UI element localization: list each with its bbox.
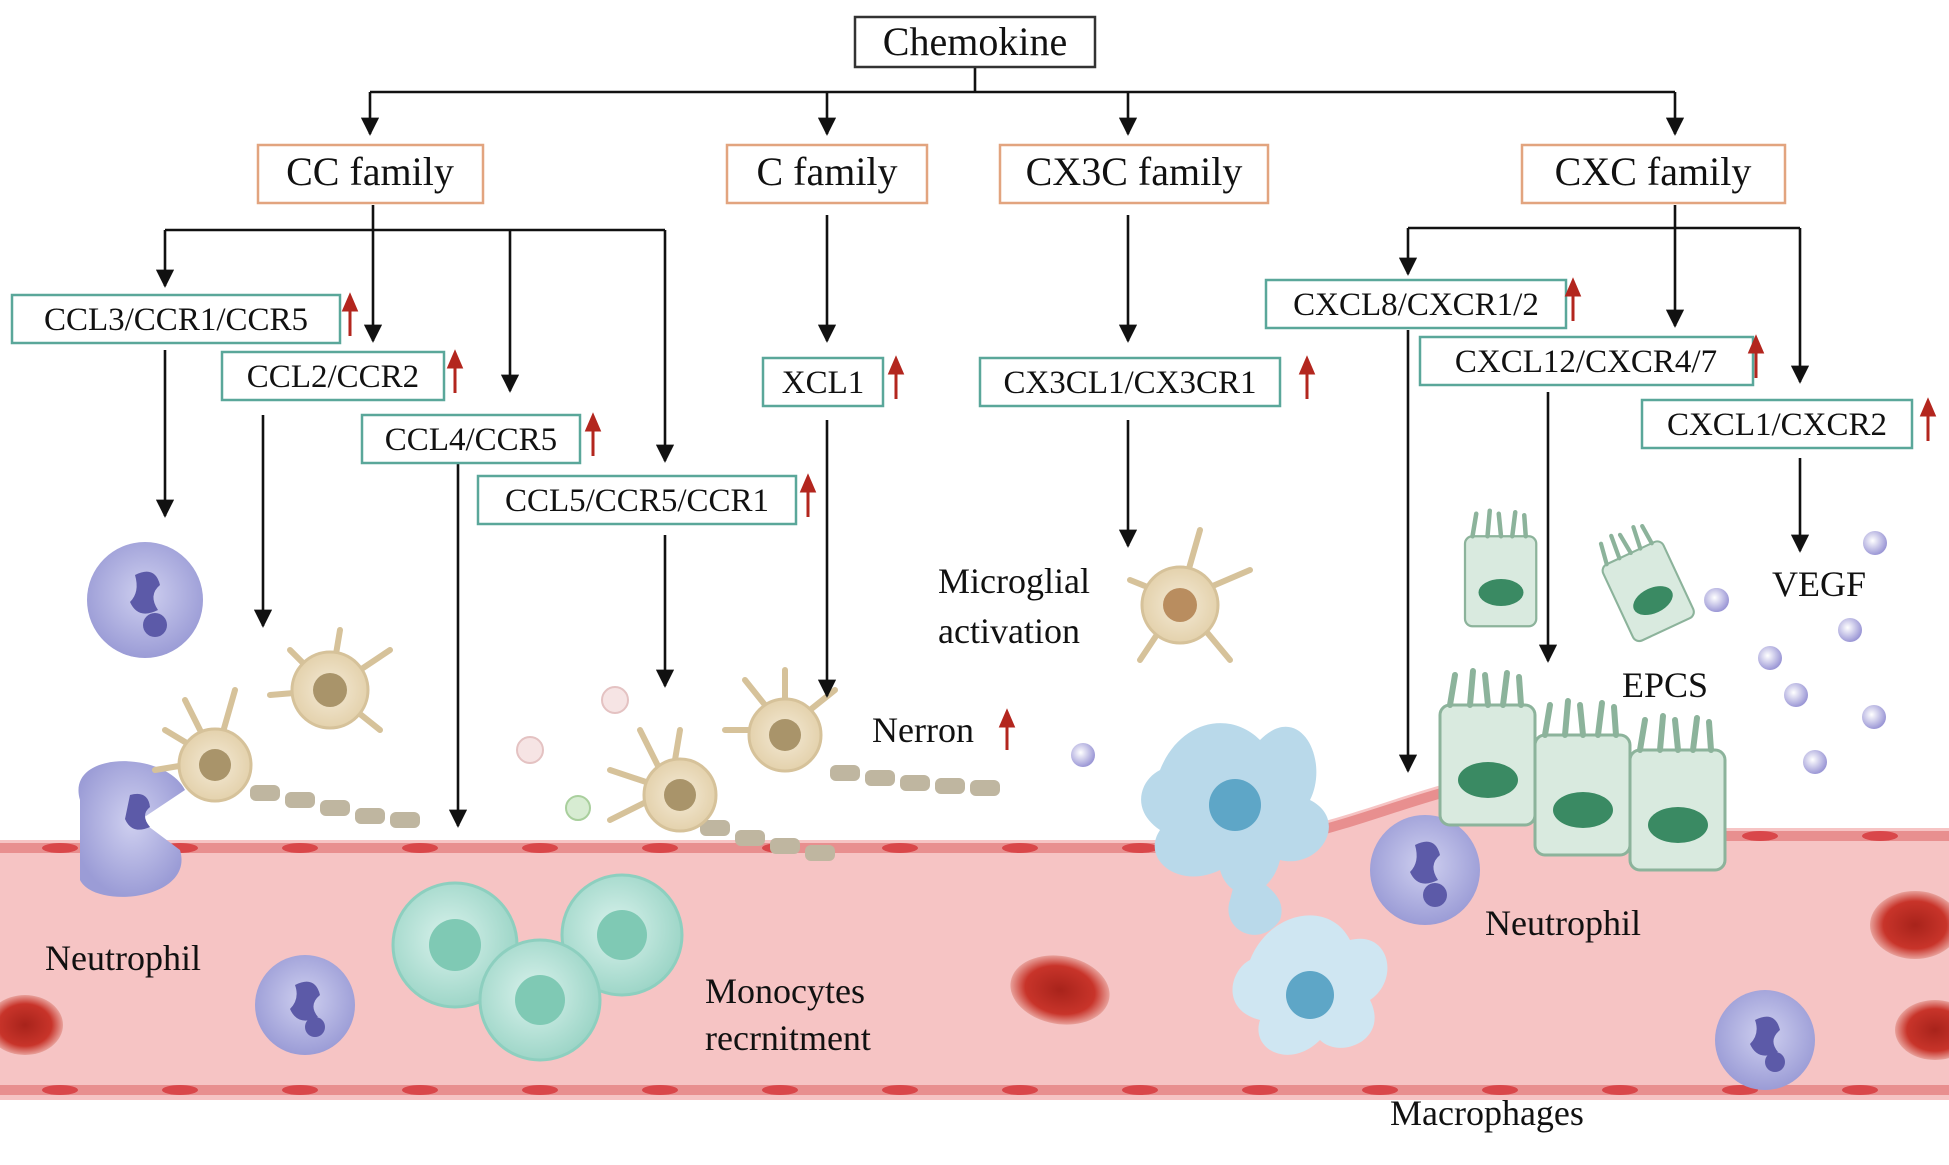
epcs-cells bbox=[1438, 508, 1727, 872]
root-node: Chemokine bbox=[853, 15, 1097, 69]
red-blood-cells bbox=[0, 891, 1949, 1060]
label-microglial-line1: Microglial bbox=[938, 561, 1090, 601]
receptor-cxcl8-label: CXCL8/CXCR1/2 bbox=[1293, 287, 1539, 323]
label-monocytes-line2: recrnitment bbox=[705, 1018, 871, 1058]
family-nodes: CC family C family CX3C family CXC famil… bbox=[256, 143, 1787, 205]
label-monocytes-line1: Monocytes bbox=[705, 971, 865, 1011]
neuron-cells bbox=[152, 527, 1253, 861]
label-vegf: VEGF bbox=[1772, 564, 1866, 604]
label-macrophages: Macrophages bbox=[1390, 1093, 1584, 1133]
up-arrow-icons bbox=[341, 277, 1937, 750]
up-arrow-icon bbox=[1919, 397, 1937, 441]
up-arrow-icon bbox=[1298, 355, 1316, 399]
receptor-ccl5-label: CCL5/CCR5/CCR1 bbox=[505, 483, 769, 519]
label-nerron: Nerron bbox=[872, 710, 974, 750]
up-arrow-icon bbox=[799, 473, 817, 517]
family-cxc-label: CXC family bbox=[1555, 149, 1752, 194]
family-c-label: C family bbox=[756, 149, 897, 194]
receptor-ccl2-label: CCL2/CCR2 bbox=[247, 359, 419, 395]
up-arrow-icon bbox=[1747, 334, 1765, 378]
neutrophil-cells bbox=[78, 542, 1815, 1090]
label-neutrophil-right: Neutrophil bbox=[1485, 903, 1641, 943]
label-microglial-line2: activation bbox=[938, 611, 1080, 651]
macrophage-cells bbox=[1141, 723, 1388, 1055]
receptor-ccl3-label: CCL3/CCR1/CCR5 bbox=[44, 302, 308, 338]
receptor-nodes: CCL3/CCR1/CCR5 CCL2/CCR2 CCL4/CCR5 CCL5/… bbox=[10, 278, 1914, 526]
receptor-xcl1-label: XCL1 bbox=[782, 365, 865, 401]
family-cc-label: CC family bbox=[286, 149, 454, 194]
receptor-cxcl12-label: CXCL12/CXCR4/7 bbox=[1455, 344, 1717, 380]
monocyte-cells bbox=[391, 873, 684, 1062]
receptor-ccl4-label: CCL4/CCR5 bbox=[385, 422, 557, 458]
up-arrow-icon bbox=[446, 349, 464, 393]
up-arrow-icon bbox=[341, 292, 359, 336]
receptor-cxcl1-label: CXCL1/CXCR2 bbox=[1667, 407, 1887, 443]
family-cx3c-label: CX3C family bbox=[1026, 149, 1243, 194]
label-epcs: EPCS bbox=[1622, 665, 1708, 705]
cell-labels: Neutrophil Monocytes recrnitment Nerron … bbox=[45, 561, 1866, 1133]
chemokine-particles bbox=[516, 531, 1887, 821]
root-label: Chemokine bbox=[883, 19, 1067, 64]
receptor-cx3cl1-label: CX3CL1/CX3CR1 bbox=[1003, 365, 1256, 401]
label-neutrophil-left: Neutrophil bbox=[45, 938, 201, 978]
up-arrow-icon bbox=[998, 708, 1016, 750]
up-arrow-icon bbox=[887, 355, 905, 399]
connector-lines bbox=[155, 67, 1810, 828]
up-arrow-icon bbox=[1564, 277, 1582, 321]
up-arrow-icon bbox=[584, 412, 602, 456]
